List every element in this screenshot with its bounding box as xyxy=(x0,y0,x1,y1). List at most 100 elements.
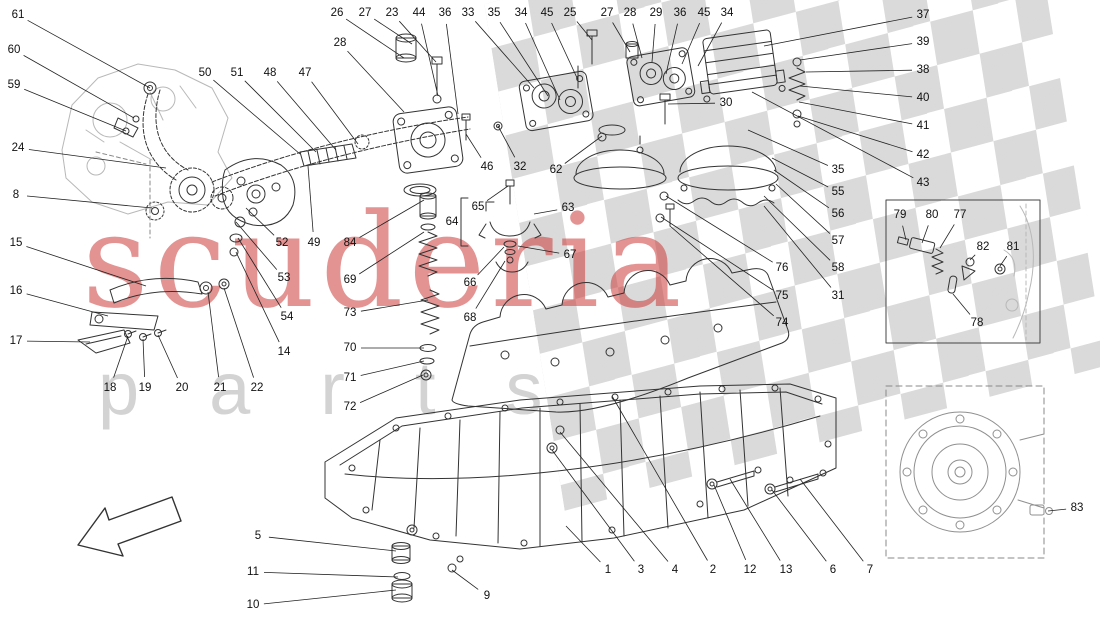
callout-79: 79 xyxy=(893,209,907,221)
callout-58: 58 xyxy=(831,262,845,274)
callout-67: 67 xyxy=(563,249,577,261)
callout-62: 62 xyxy=(549,164,563,176)
callout-72: 72 xyxy=(343,401,357,413)
callout-3: 3 xyxy=(637,564,645,576)
watermark-title: scuderia xyxy=(82,185,687,337)
callout-34: 34 xyxy=(514,7,528,19)
callout-35: 35 xyxy=(487,7,501,19)
callout-7: 7 xyxy=(866,564,874,576)
callout-6: 6 xyxy=(829,564,837,576)
callout-31: 31 xyxy=(831,290,845,302)
baffle-plate xyxy=(451,257,790,413)
callout-84: 84 xyxy=(343,237,357,249)
callout-71: 71 xyxy=(343,372,357,384)
cover-bolts xyxy=(597,93,675,227)
callout-57: 57 xyxy=(831,235,845,247)
callout-75: 75 xyxy=(775,290,789,302)
callout-24: 24 xyxy=(11,142,25,154)
callout-36: 36 xyxy=(673,7,687,19)
callout-66: 66 xyxy=(463,277,477,289)
callout-4: 4 xyxy=(671,564,679,576)
callout-43: 43 xyxy=(916,177,930,189)
callout-15: 15 xyxy=(9,237,23,249)
callout-5: 5 xyxy=(254,530,262,542)
pump-bolts xyxy=(461,113,503,141)
callout-28: 28 xyxy=(333,37,347,49)
callout-70: 70 xyxy=(343,342,357,354)
callout-1: 1 xyxy=(604,564,612,576)
callout-74: 74 xyxy=(775,317,789,329)
sump-washers xyxy=(546,425,565,454)
callout-36: 36 xyxy=(438,7,452,19)
callout-18: 18 xyxy=(103,382,117,394)
sump-bolts xyxy=(706,466,827,495)
chain-tensioner xyxy=(77,277,230,354)
pump-drive-shaft xyxy=(299,134,370,167)
callout-68: 68 xyxy=(463,312,477,324)
callout-27: 27 xyxy=(600,7,614,19)
callout-11: 11 xyxy=(247,566,259,578)
callout-77: 77 xyxy=(953,209,967,221)
oil-pump-finned xyxy=(699,29,786,103)
idler-cylinder xyxy=(395,33,443,104)
callout-82: 82 xyxy=(976,241,990,253)
callout-23: 23 xyxy=(385,7,399,19)
callout-69: 69 xyxy=(343,274,357,286)
callout-16: 16 xyxy=(9,285,23,297)
callout-52: 52 xyxy=(275,237,289,249)
callout-30: 30 xyxy=(719,97,733,109)
callout-33: 33 xyxy=(461,7,475,19)
callout-41: 41 xyxy=(916,120,930,132)
callout-42: 42 xyxy=(916,149,930,161)
callout-73: 73 xyxy=(343,307,357,319)
callout-17: 17 xyxy=(9,335,23,347)
callout-13: 13 xyxy=(779,564,793,576)
callout-56: 56 xyxy=(831,208,845,220)
callout-35: 35 xyxy=(831,164,845,176)
callout-34: 34 xyxy=(720,7,734,19)
relief-spring-stack xyxy=(418,192,440,381)
callout-44: 44 xyxy=(412,7,426,19)
callout-60: 60 xyxy=(7,44,21,56)
pump-cover-plate xyxy=(221,158,296,257)
watermark-subtitle: parts xyxy=(98,347,613,430)
callout-63: 63 xyxy=(561,202,575,214)
callout-8: 8 xyxy=(12,189,20,201)
callout-22: 22 xyxy=(250,382,264,394)
callout-76: 76 xyxy=(775,262,789,274)
callout-19: 19 xyxy=(138,382,152,394)
callout-38: 38 xyxy=(916,64,930,76)
callout-49: 49 xyxy=(307,237,321,249)
drain-plug-stack xyxy=(391,542,464,603)
callout-54: 54 xyxy=(280,311,294,323)
callout-29: 29 xyxy=(649,7,663,19)
pump-stud-bolts xyxy=(577,29,626,136)
callout-25: 25 xyxy=(563,7,577,19)
scavenge-pump-body xyxy=(518,70,594,132)
oil-pump-body xyxy=(392,106,464,174)
callout-32: 32 xyxy=(513,161,527,173)
callout-64: 64 xyxy=(445,216,459,228)
callout-48: 48 xyxy=(263,67,277,79)
callout-20: 20 xyxy=(175,382,189,394)
callout-9: 9 xyxy=(483,590,491,602)
chain-guide-bracket xyxy=(113,81,157,138)
callout-55: 55 xyxy=(831,186,845,198)
callout-80: 80 xyxy=(925,209,939,221)
callout-65: 65 xyxy=(471,201,485,213)
callout-2: 2 xyxy=(709,564,717,576)
valve-detail-inset xyxy=(885,199,1041,344)
callout-51: 51 xyxy=(230,67,244,79)
callout-83: 83 xyxy=(1070,502,1084,514)
callout-39: 39 xyxy=(916,36,930,48)
callout-81: 81 xyxy=(1006,241,1020,253)
callout-26: 26 xyxy=(330,7,344,19)
callout-47: 47 xyxy=(298,67,312,79)
callout-61: 61 xyxy=(11,9,25,21)
callout-59: 59 xyxy=(7,79,21,91)
callout-28: 28 xyxy=(623,7,637,19)
callout-40: 40 xyxy=(916,92,930,104)
callout-53: 53 xyxy=(277,272,291,284)
